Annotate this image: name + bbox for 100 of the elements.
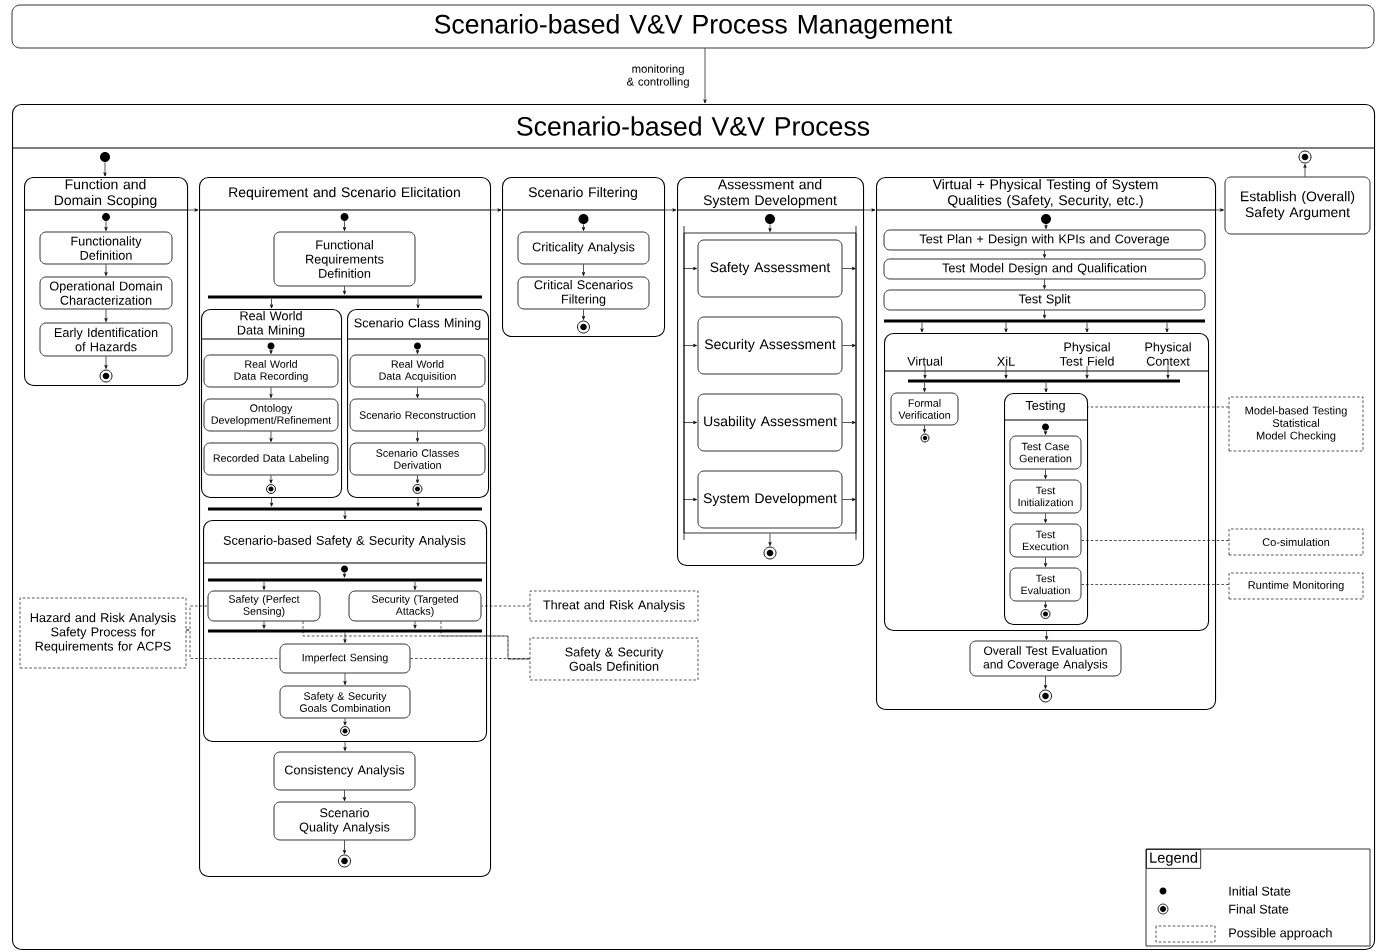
arrow — [923, 365, 927, 379]
arrow — [1303, 164, 1307, 177]
arrow — [187, 208, 199, 212]
parallel-frame — [683, 225, 857, 541]
arrow — [1165, 322, 1169, 333]
initial-node — [267, 342, 275, 350]
arrow — [415, 431, 420, 442]
activity-box: Establish (Overall) Safety Argument — [1224, 176, 1371, 235]
legend-label: Initial State — [1229, 886, 1291, 896]
activity-box: Critical Scenarios Filtering — [517, 276, 650, 310]
activity-box: Criticality Analysis — [517, 231, 650, 265]
arrow — [342, 572, 347, 578]
initial-node — [340, 213, 349, 221]
arrow — [1215, 208, 1224, 212]
activity-box: Overall Test Evaluation and Coverage Analysis — [969, 640, 1122, 677]
arrow — [1004, 322, 1008, 333]
activity-box: Test Split — [883, 289, 1206, 311]
title-box: Scenario-based V&V Process Management — [11, 4, 1375, 49]
branch-label: XiL — [997, 356, 1015, 366]
dashed-connector — [1081, 584, 1229, 585]
activity-box: Imperfect Sensing — [279, 643, 411, 674]
initial-node — [1041, 214, 1051, 224]
arrow — [342, 220, 347, 231]
initial-node — [100, 152, 110, 162]
arrow — [842, 497, 856, 502]
arrow — [269, 497, 274, 507]
arrow — [683, 497, 697, 502]
arrow — [581, 264, 586, 276]
arrow — [664, 208, 677, 212]
arrow — [269, 298, 274, 309]
arrow — [415, 387, 420, 398]
legend-label: Possible approach — [1229, 928, 1332, 940]
activity-box: Operational Domain Characterization — [39, 276, 173, 310]
initial-node — [102, 213, 110, 221]
final-node — [338, 854, 351, 868]
arrow — [416, 497, 420, 507]
activity-box: Test Execution — [1009, 523, 1082, 558]
arrow — [1042, 310, 1047, 319]
initial-node — [578, 214, 589, 224]
branch-container — [883, 333, 1210, 632]
arrow — [342, 286, 347, 295]
arrow — [683, 343, 697, 348]
approach-box: Hazard and Risk Analysis Safety Process for Requirements for ACPS — [19, 597, 187, 669]
final-node — [577, 320, 590, 334]
arrow — [863, 208, 876, 212]
initial-node — [414, 342, 421, 350]
arrow — [842, 343, 856, 348]
dashed-connector — [440, 621, 530, 660]
final-node — [1039, 689, 1052, 703]
arrow — [1043, 469, 1048, 479]
arrow — [768, 533, 772, 546]
activity-box: Consistency Analysis — [273, 751, 416, 791]
activity-box: Test Evaluation — [1009, 567, 1082, 602]
legend-label: Final State — [1229, 904, 1289, 914]
final-node — [99, 369, 113, 383]
dashed-connector — [186, 605, 208, 631]
arrow — [490, 208, 502, 212]
final-node — [763, 546, 777, 560]
activity-box: Test Model Design and Qualification — [883, 258, 1206, 280]
dashed-connector — [1087, 406, 1229, 408]
arrow — [104, 356, 108, 369]
activity-box: Recorded Data Labeling — [203, 442, 339, 476]
activity-box: Test Initialization — [1009, 479, 1082, 514]
activity-box: Functionality Definition — [39, 231, 173, 265]
edge-label: monitoring & controlling — [616, 63, 700, 90]
arrow — [1085, 365, 1089, 379]
final-node — [1298, 150, 1312, 164]
arrow — [683, 420, 697, 425]
activity-box: System Development — [697, 470, 843, 529]
final-node — [266, 484, 276, 494]
arrow — [342, 840, 347, 854]
arrow — [342, 790, 347, 801]
arrow — [269, 431, 273, 442]
arrow — [104, 220, 108, 231]
arrow — [581, 309, 586, 320]
arrow — [262, 621, 266, 629]
arrow — [269, 387, 273, 398]
arrow — [343, 632, 347, 643]
arrow — [1043, 557, 1048, 567]
arrow — [104, 264, 108, 276]
arrow — [1043, 676, 1048, 689]
initial-node — [765, 214, 775, 224]
arrow — [413, 581, 417, 590]
branch-label: Physical Context — [1145, 342, 1191, 366]
activity-box: Formal Verification — [890, 392, 959, 426]
arrow — [1085, 322, 1089, 333]
arrow — [842, 266, 856, 271]
activity-box: Test Plan + Design with KPIs and Coverage — [883, 229, 1206, 251]
arrow — [269, 475, 273, 484]
activity-box: Usability Assessment — [697, 393, 843, 452]
arrow — [413, 621, 417, 629]
dashed-connector — [1081, 540, 1229, 541]
dashed-connector — [302, 621, 530, 660]
activity-box: Ontology Development/Refinement — [203, 398, 339, 432]
final-node — [340, 726, 350, 736]
activity-box: Safety & Security Goals Combination — [279, 685, 411, 719]
activity-box: Safety (Perfect Sensing) — [207, 590, 321, 622]
arrow — [1044, 382, 1048, 393]
activity-box: Real World Data Acquisition — [349, 354, 486, 388]
arrow — [1044, 223, 1048, 229]
